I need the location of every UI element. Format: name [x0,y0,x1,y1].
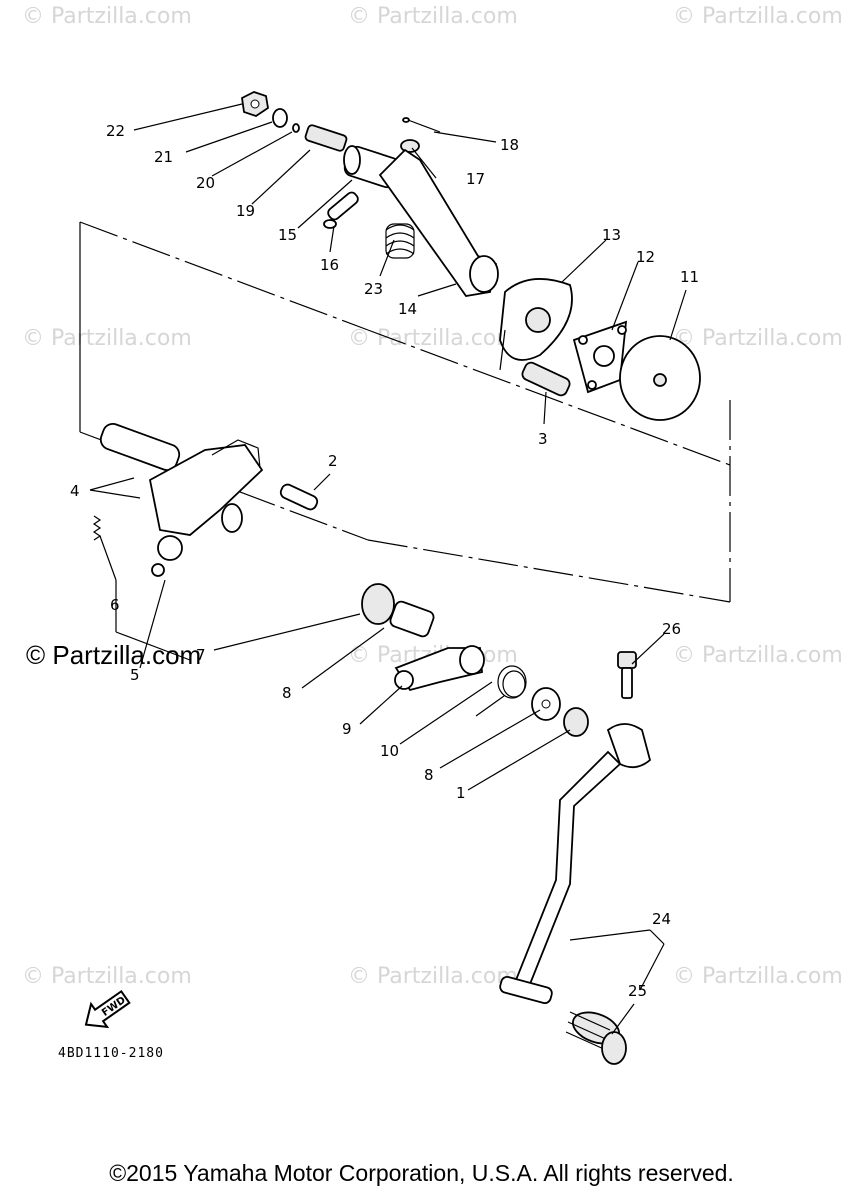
part-4-shift-shaft-assy [99,423,264,577]
part-13-stopper-plate [499,278,573,371]
callout-20: 20 [196,174,215,192]
callout-3: 3 [538,430,548,448]
part-26-bolt [617,651,637,699]
part-14-shift-arm [378,148,499,297]
watermark: © Partzilla.com [348,4,518,29]
watermark: © Partzilla.com [348,964,518,989]
part-16-pin [323,191,359,229]
watermark: © Partzilla.com [22,964,192,989]
part-23-spring [385,223,415,259]
part-8-washer [531,687,561,721]
watermark: © Partzilla.com [348,326,518,351]
part-1-bushing [563,707,589,737]
callout-23: 23 [364,280,383,298]
part-17-washer [400,139,420,153]
part-10-spring [475,665,527,717]
part-11-segment [619,335,701,421]
copyright-notice: ©2015 Yamaha Motor Corporation, U.S.A. A… [109,1160,734,1186]
callout-12: 12 [636,248,655,266]
callout-25: 25 [628,982,647,1000]
fwd-arrow-icon: FWD [84,989,131,1029]
watermark: © Partzilla.com [673,964,843,989]
callout-labels: 22 21 20 19 15 16 23 14 17 18 13 12 11 3… [70,122,699,1000]
callout-8b: 8 [424,766,434,784]
callout-19: 19 [236,202,255,220]
callout-15: 15 [278,226,297,244]
callout-13: 13 [602,226,621,244]
part-24-shift-pedal [499,723,652,1005]
callout-6: 6 [110,596,120,614]
callout-24: 24 [652,910,671,928]
callout-16: 16 [320,256,339,274]
part-12-bracket [572,320,628,394]
callout-2: 2 [328,452,338,470]
leader-lines [89,103,687,1035]
callout-17: 17 [466,170,485,188]
callout-4: 4 [70,482,80,500]
callout-7: 7 [196,646,206,664]
part-6-spring [92,515,102,541]
watermark: © Partzilla.com [673,326,843,351]
part-19-bolt [304,124,348,152]
diagram-code: 4BD1110-2180 [58,1046,164,1061]
part-7-shift-shaft [221,503,435,638]
callout-9: 9 [342,720,352,738]
callout-8: 8 [282,684,292,702]
watermark: © Partzilla.com [673,643,843,668]
callout-14: 14 [398,300,417,318]
watermark: © Partzilla.com [673,4,843,29]
callout-5: 5 [130,666,140,684]
part-2-pin [279,483,319,511]
watermark: © Partzilla.com [22,4,192,29]
callout-18: 18 [500,136,519,154]
part-18-cotter-pin [407,119,441,133]
part-22-nut [241,91,269,117]
part-25-rubber [565,1011,627,1065]
callout-10: 10 [380,742,399,760]
assembly-frame [79,221,731,603]
callout-26: 26 [662,620,681,638]
part-9-lever [394,645,485,692]
callout-11: 11 [680,268,699,286]
part-21-washer [272,108,288,128]
watermark-badge: © Partzilla.com [26,640,202,670]
callout-21: 21 [154,148,173,166]
part-3-bolt [521,361,571,397]
callout-22: 22 [106,122,125,140]
callout-1: 1 [456,784,466,802]
part-20-ring [292,123,300,133]
watermark: © Partzilla.com [22,326,192,351]
